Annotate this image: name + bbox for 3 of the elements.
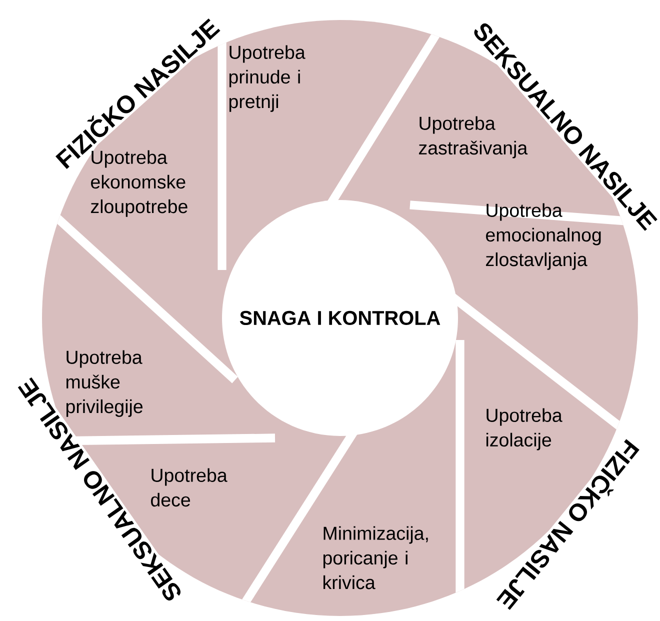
segment-label: Minimizacija, poricanje i krivica	[323, 526, 428, 590]
center-label: SNAGA I KONTROLA	[240, 310, 440, 326]
segment-label: Upotreba prinude i pretnji	[229, 45, 306, 112]
